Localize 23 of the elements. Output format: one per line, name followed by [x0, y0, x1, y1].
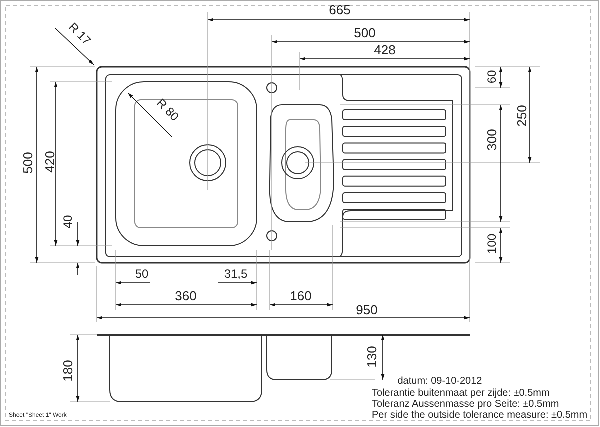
dimension-value: 300 [486, 129, 498, 151]
dimension-value: 665 [329, 4, 351, 16]
dimension-value: R 17 [66, 20, 94, 48]
dimension-value: 60 [486, 70, 498, 84]
dimension-value: 950 [356, 304, 378, 316]
dimension-value: 428 [374, 44, 396, 56]
dimension-value: 50 [135, 268, 149, 280]
dimension-value: 250 [516, 105, 528, 127]
dimension-value: 500 [22, 152, 34, 174]
note-text: Per side the outside tolerance measure: ±0.5mm [372, 411, 588, 421]
dimension-value: 100 [486, 234, 498, 254]
dimension-value: 420 [44, 151, 56, 173]
note-text: datum: 09-10-2012 [398, 377, 482, 387]
dimension-value: R 80 [154, 96, 182, 124]
dimension-value: 31,5 [224, 268, 248, 280]
dimension-value: 180 [62, 360, 74, 382]
dimension-value: 500 [354, 26, 376, 40]
dimension-value: 360 [175, 290, 197, 302]
note-text: Tolerantie buitenmaat per zijde: ±0.5mm [372, 389, 550, 399]
dimension-value: 160 [290, 290, 312, 302]
dimension-value: 130 [366, 346, 378, 368]
note-text: Toleranz Aussenmasse pro Seite: ±0.5mm [372, 400, 560, 410]
dimension-value: 40 [62, 215, 74, 229]
